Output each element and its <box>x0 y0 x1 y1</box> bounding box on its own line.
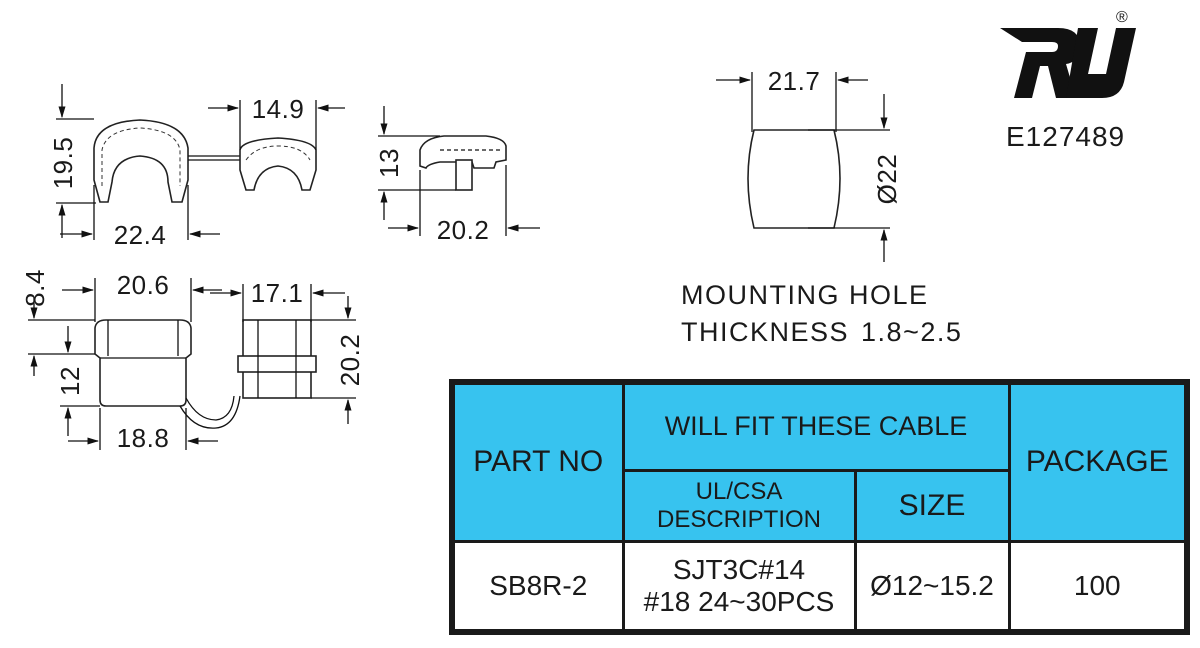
side-view: 19.5 22.4 14.9 <box>48 84 345 250</box>
profile-view: 13 20.2 <box>374 106 540 245</box>
cell-part-no: SB8R-2 <box>450 540 625 634</box>
header-size: SIZE <box>853 468 1011 544</box>
dim-side-width: 22.4 <box>114 220 167 250</box>
dim-cap-front-height: 20.2 <box>335 334 365 387</box>
dim-cap-width: 14.9 <box>252 94 305 124</box>
dim-front-height-body: 12 <box>55 366 85 396</box>
dim-profile-width: 20.2 <box>437 215 490 245</box>
header-part-no: PART NO <box>450 380 625 544</box>
dim-front-height-top: 8.4 <box>20 269 50 307</box>
header-ul-csa-line2: DESCRIPTION <box>656 505 821 533</box>
dim-profile-height: 13 <box>374 148 404 178</box>
header-will-fit: WILL FIT THESE CABLE <box>621 380 1011 472</box>
header-ul-csa: UL/CSA DESCRIPTION <box>621 468 857 544</box>
cell-package: 100 <box>1007 540 1189 634</box>
front-view: 8.4 20.6 12 18.8 17.1 20.2 <box>20 269 365 453</box>
ur-logo: ® E127489 <box>1000 9 1136 152</box>
spec-table: PART NO WILL FIT THESE CABLE PACKAGE UL/… <box>449 379 1190 635</box>
dim-cap-front-width: 17.1 <box>251 278 304 308</box>
dim-side-height: 19.5 <box>48 137 78 190</box>
file-number: E127489 <box>1006 121 1125 152</box>
cell-description: SJT3C#14 #18 24~30PCS <box>621 540 857 634</box>
cell-description-line1: SJT3C#14 <box>672 553 806 585</box>
cell-size: Ø12~15.2 <box>853 540 1011 634</box>
header-ul-csa-line1: UL/CSA <box>695 478 783 506</box>
dim-front-width: 20.6 <box>117 270 170 300</box>
header-package: PACKAGE <box>1007 380 1189 544</box>
ur-mark-icon <box>1000 28 1080 98</box>
dim-front-width-bottom: 18.8 <box>117 423 170 453</box>
dim-hole-diameter: Ø22 <box>872 154 902 205</box>
cell-description-line2: #18 24~30PCS <box>643 586 835 618</box>
mounting-hole-label: MOUNTING HOLE <box>681 280 929 310</box>
dim-hole-width: 21.7 <box>768 66 821 96</box>
registered-mark: ® <box>1116 9 1128 26</box>
